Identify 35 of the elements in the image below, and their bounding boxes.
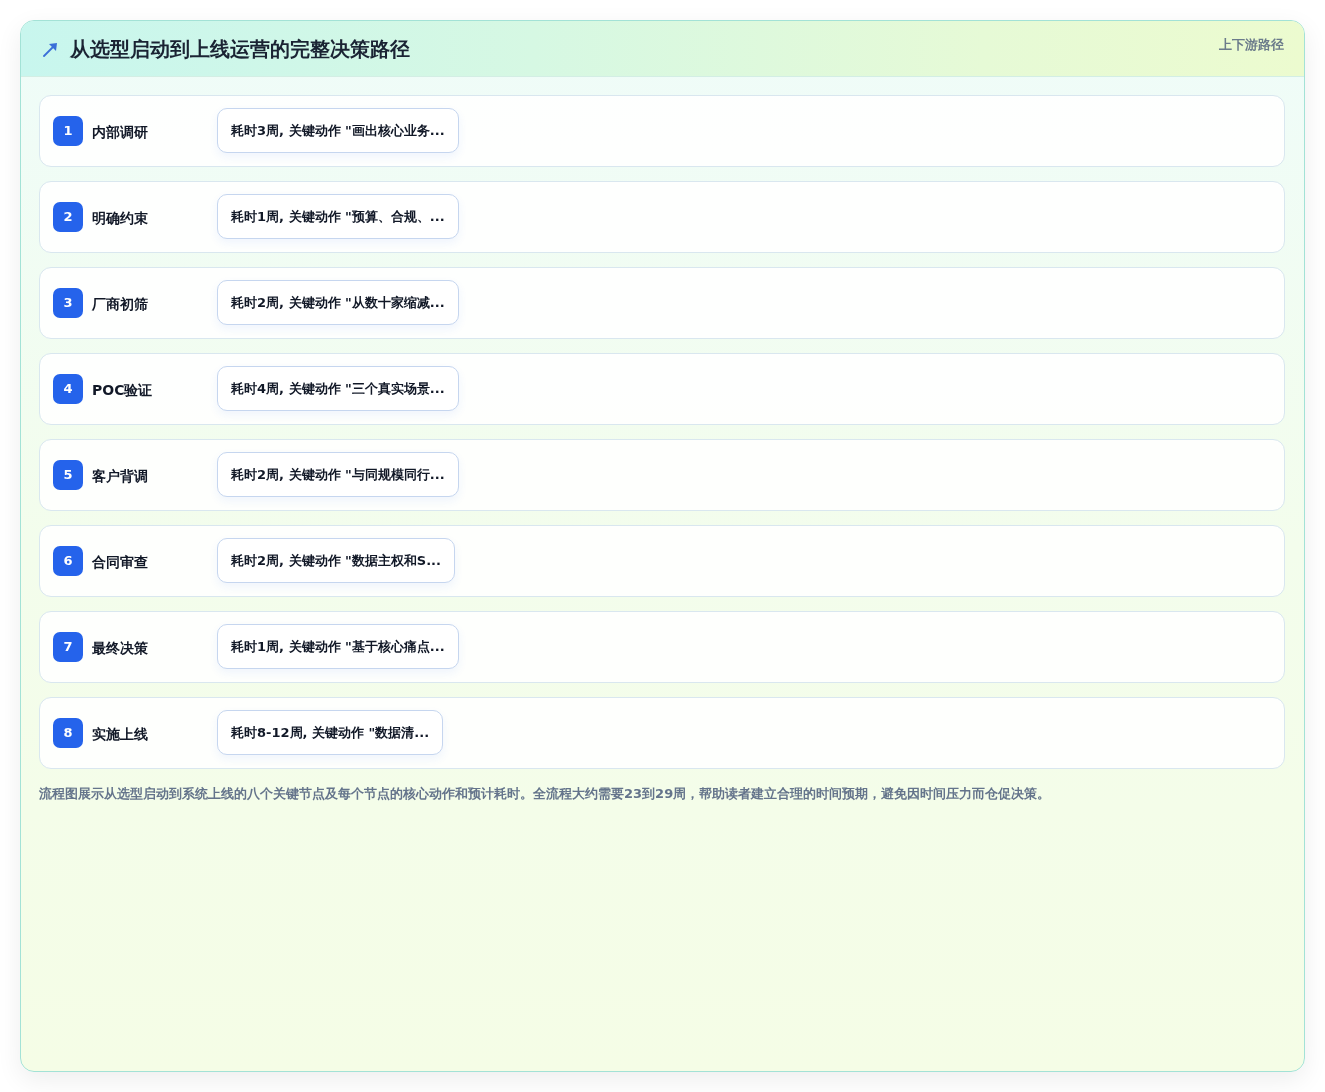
step-name: 最终决策: [92, 639, 148, 658]
step-name: 内部调研: [92, 123, 148, 142]
step-number: 5: [53, 460, 83, 490]
step-number: 4: [53, 374, 83, 404]
duration-tag: 耗时1周, 关键动作 "预算、合规、...: [217, 194, 459, 239]
step-card: [39, 439, 1285, 511]
step-number: 2: [53, 202, 83, 232]
step-card: [39, 95, 1285, 167]
step-number: 1: [53, 116, 83, 146]
step-card: [39, 353, 1285, 425]
duration-tag: 耗时2周, 关键动作 "数据主权和S...: [217, 538, 455, 583]
step-name: 明确约束: [92, 209, 148, 228]
caption: 流程图展示从选型启动到系统上线的八个关键节点及每个节点的核心动作和预计耗时。全流程大约需要23到29周，帮助读者建立合理的时间预期，避免因时间压力而仓促决策。: [39, 785, 1052, 803]
step-name: 厂商初筛: [92, 295, 148, 314]
step-card: [39, 697, 1285, 769]
duration-tag: 耗时2周, 关键动作 "与同规模同行...: [217, 452, 459, 497]
step-card: [39, 181, 1285, 253]
duration-tag: 耗时1周, 关键动作 "基于核心痛点...: [217, 624, 459, 669]
step-card: [39, 611, 1285, 683]
duration-tag: 耗时4周, 关键动作 "三个真实场景...: [217, 366, 459, 411]
step-name: 客户背调: [92, 467, 148, 486]
diagram-title: 从选型启动到上线运营的完整决策路径: [70, 36, 410, 62]
step-number: 7: [53, 632, 83, 662]
duration-tag: 耗时3周, 关键动作 "画出核心业务...: [217, 108, 459, 153]
step-name: POC验证: [92, 381, 153, 400]
step-card: [39, 267, 1285, 339]
step-number: 8: [53, 718, 83, 748]
header-note: 上下游路径: [1219, 36, 1284, 53]
step-number: 6: [53, 546, 83, 576]
step-name: 合同审查: [92, 553, 148, 572]
step-card: [39, 525, 1285, 597]
duration-tag: 耗时8-12周, 关键动作 "数据清...: [217, 710, 444, 755]
step-number: 3: [53, 288, 83, 318]
duration-tag: 耗时2周, 关键动作 "从数十家缩减...: [217, 280, 459, 325]
step-name: 实施上线: [92, 725, 148, 744]
